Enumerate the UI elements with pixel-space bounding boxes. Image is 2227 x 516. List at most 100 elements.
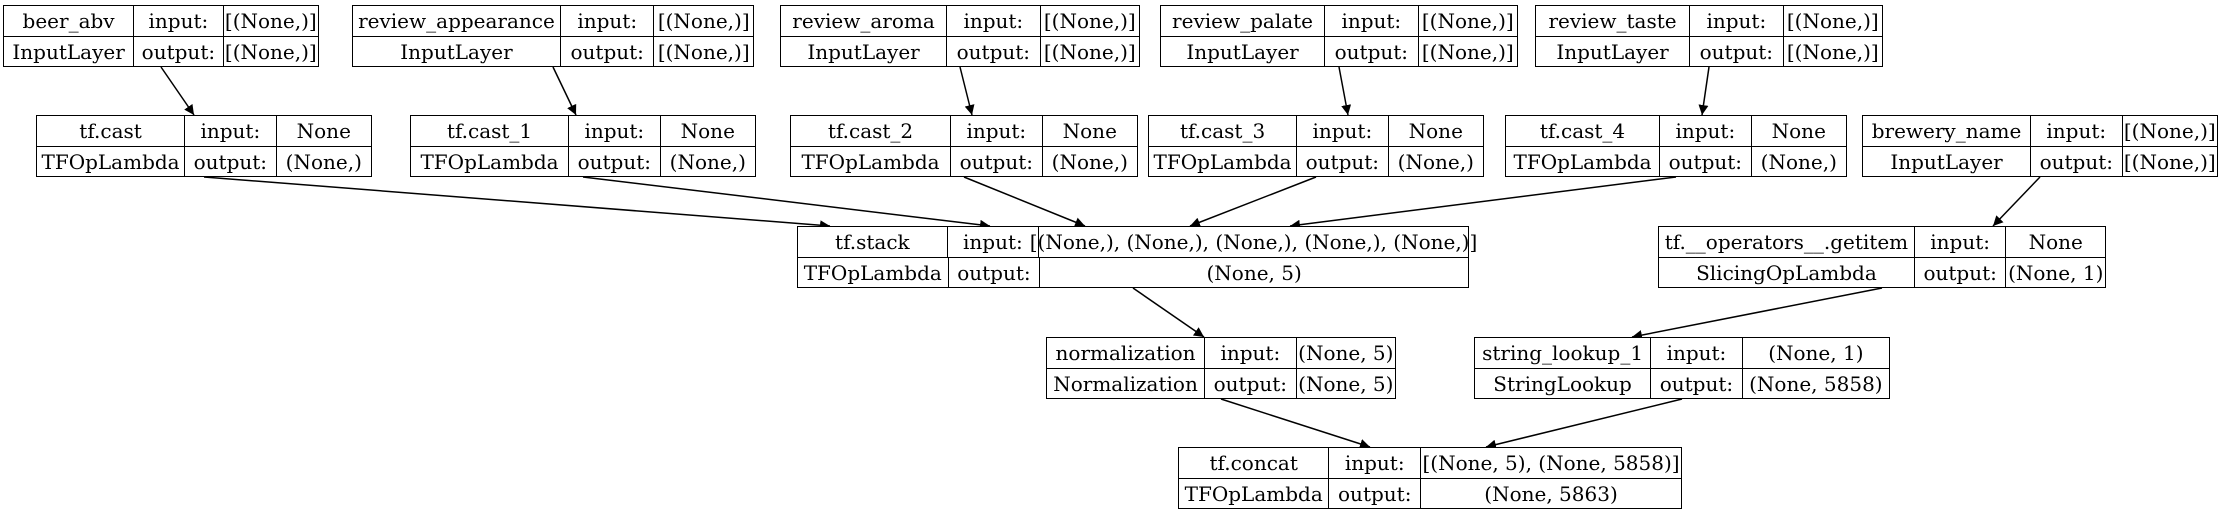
output-shape: (None, 5) <box>1039 258 1468 288</box>
output-label: output: <box>1650 369 1742 399</box>
input-shape: None <box>1387 116 1483 146</box>
layer-class: TFOpLambda <box>803 261 942 285</box>
edge-brewery-name-to-getitem <box>1992 176 2041 227</box>
output-label: output: <box>568 147 659 177</box>
layer-name: tf.concat <box>1209 451 1298 475</box>
output-label: output: <box>946 37 1039 67</box>
output-label: output: <box>133 37 222 67</box>
input-label: input: <box>1324 6 1417 36</box>
edge-tf-cast-4-to-tf-stack <box>1289 176 1677 230</box>
edge-review-palate-to-tf-cast-3 <box>1338 66 1352 116</box>
layer-class: TFOpLambda <box>1153 150 1292 174</box>
output-shape: (None, 5) <box>1295 369 1395 399</box>
input-shape: [(None,), (None,), (None,), (None,), (No… <box>1030 227 1477 257</box>
layer-name: tf.cast_2 <box>827 119 914 143</box>
input-label: input: <box>950 116 1041 146</box>
input-label: input: <box>1650 338 1742 368</box>
layer-class: TFOpLambda <box>1513 150 1652 174</box>
output-shape: [(None,)] <box>2121 147 2217 177</box>
layer-class: TFOpLambda <box>41 150 180 174</box>
output-shape: [(None,)] <box>1039 37 1139 67</box>
output-shape: (None, 1) <box>2005 258 2105 288</box>
layer-name: beer_abv <box>22 9 115 33</box>
layer-name: tf.cast_3 <box>1179 119 1266 143</box>
layer-name: tf.stack <box>835 230 910 254</box>
input-shape: [(None,)] <box>1782 6 1882 36</box>
input-shape: [(None,)] <box>1039 6 1139 36</box>
edge-getitem-to-string-lookup-1 <box>1631 287 1883 340</box>
layer-name: review_appearance <box>358 9 555 33</box>
input-shape: (None, 1) <box>1741 338 1889 368</box>
input-shape: [(None,)] <box>222 6 318 36</box>
output-shape: (None,) <box>659 147 755 177</box>
edge-tf-cast-to-tf-stack <box>203 176 831 231</box>
layer-name: tf.cast <box>79 119 142 143</box>
output-label: output: <box>559 37 654 67</box>
input-shape: None <box>2005 227 2105 257</box>
layer-class: StringLookup <box>1493 372 1632 396</box>
input-shape: [(None,)] <box>2121 116 2217 146</box>
layer-class: InputLayer <box>12 40 125 64</box>
edge-tf-cast-2-to-tf-stack <box>963 176 1086 227</box>
edge-tf-stack-to-normalization <box>1132 287 1205 338</box>
input-shape: [(None,)] <box>653 6 753 36</box>
layer-name: review_taste <box>1548 9 1677 33</box>
layer-name: string_lookup_1 <box>1482 341 1644 365</box>
input-shape: None <box>1041 116 1137 146</box>
layer-class: InputLayer <box>1890 150 2003 174</box>
output-label: output: <box>1324 37 1417 67</box>
edge-tf-cast-3-to-tf-stack <box>1189 176 1317 228</box>
edge-review-appearance-to-tf-cast-1 <box>552 66 577 116</box>
output-label: output: <box>2030 147 2121 177</box>
output-shape: [(None,)] <box>1782 37 1882 67</box>
input-label: input: <box>559 6 654 36</box>
output-label: output: <box>947 258 1040 288</box>
input-shape: None <box>659 116 755 146</box>
output-shape: (None, 5858) <box>1741 369 1889 399</box>
output-label: output: <box>1328 479 1420 509</box>
input-label: input: <box>1204 338 1295 368</box>
input-label: input: <box>1689 6 1782 36</box>
output-label: output: <box>1689 37 1782 67</box>
input-shape: None <box>275 116 371 146</box>
input-label: input: <box>568 116 659 146</box>
edge-normalization-to-tf-concat <box>1220 398 1371 449</box>
output-shape: (None,) <box>1041 147 1137 177</box>
input-shape: (None, 5) <box>1295 338 1395 368</box>
output-shape: (None, 5863) <box>1420 479 1681 509</box>
layer-class: InputLayer <box>400 40 513 64</box>
layer-class: Normalization <box>1053 372 1198 396</box>
input-label: input: <box>1296 116 1387 146</box>
output-shape: (None,) <box>1387 147 1483 177</box>
layer-name: tf.cast_4 <box>1539 119 1626 143</box>
edge-beer-abv-to-tf-cast <box>160 66 195 116</box>
layer-class: InputLayer <box>807 40 920 64</box>
layer-name: brewery_name <box>1871 119 2022 143</box>
output-shape: [(None,)] <box>222 37 318 67</box>
output-label: output: <box>950 147 1041 177</box>
input-shape: [(None, 5), (None, 5858)] <box>1420 448 1681 478</box>
layer-node-tf-concat: tf.concat input:[(None, 5), (None, 5858)]… <box>1178 447 1682 509</box>
layer-class: TFOpLambda <box>1184 482 1323 506</box>
input-label: input: <box>1328 448 1420 478</box>
output-shape: [(None,)] <box>1417 37 1517 67</box>
output-label: output: <box>1913 258 2006 288</box>
output-shape: [(None,)] <box>653 37 753 67</box>
output-shape: (None,) <box>1750 147 1846 177</box>
output-label: output: <box>1204 369 1295 399</box>
input-label: input: <box>1659 116 1750 146</box>
layer-name: review_palate <box>1172 9 1314 33</box>
